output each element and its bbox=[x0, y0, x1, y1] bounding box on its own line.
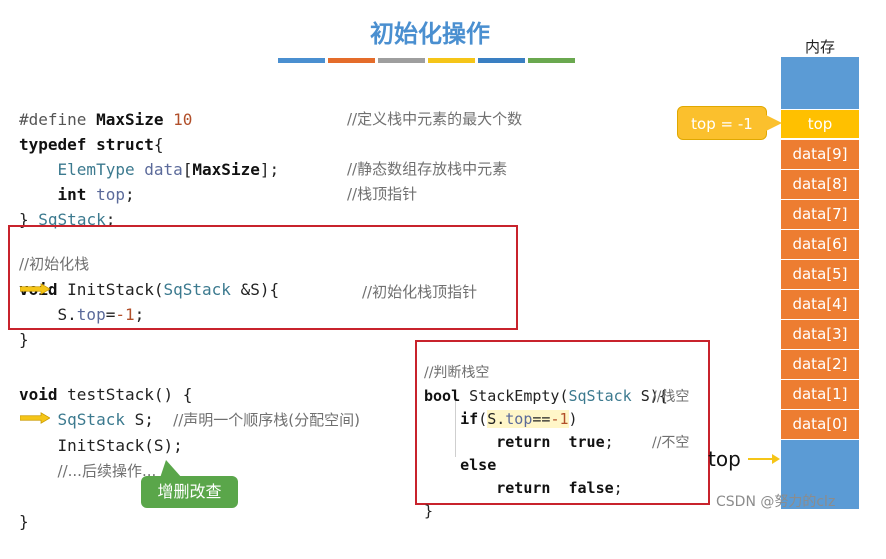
memory-data-cell: data[6] bbox=[781, 229, 859, 259]
memory-data-cell: data[9] bbox=[781, 139, 859, 169]
memory-free-space bbox=[781, 57, 859, 109]
page-title: 初始化操作 bbox=[370, 20, 490, 48]
init-close: } bbox=[19, 330, 29, 349]
underline-segment bbox=[478, 58, 525, 63]
memory-data-cell: data[5] bbox=[781, 259, 859, 289]
empty-signature: bool StackEmpty(SqStack S){ bbox=[424, 387, 668, 405]
init-stack-code: //初始化栈 void InitStack(SqStack &S){ S.top=… bbox=[19, 227, 279, 377]
test-stack-code: void testStack() { SqStack S; //声明一个顺序栈(… bbox=[19, 357, 360, 559]
code-line-data: ElemType data[MaxSize]; bbox=[57, 160, 280, 179]
code-line-define: #define MaxSize 10 bbox=[19, 110, 193, 129]
memory-data-cell: data[3] bbox=[781, 319, 859, 349]
empty-close: } bbox=[424, 502, 434, 520]
memory-data-cell: data[4] bbox=[781, 289, 859, 319]
code-line-close: } SqStack; bbox=[19, 210, 116, 229]
memory-data-cell: data[8] bbox=[781, 169, 859, 199]
memory-data-cell: data[0] bbox=[781, 409, 859, 439]
underline-segment bbox=[428, 58, 475, 63]
crud-button[interactable]: 增删改查 bbox=[141, 476, 238, 508]
init-body-comment: //初始化栈顶指针 bbox=[362, 283, 478, 301]
callout-tail-icon bbox=[766, 115, 782, 131]
memory-data-cell: data[2] bbox=[781, 349, 859, 379]
watermark: CSDN @努力的clz bbox=[716, 494, 836, 510]
memory-header: 内存 bbox=[804, 38, 835, 56]
stack-empty-code: //判断栈空 bool StackEmpty(SqStack S){ if(S.t… bbox=[424, 339, 668, 546]
underline-segment bbox=[328, 58, 375, 63]
memory-data-cell: data[1] bbox=[781, 379, 859, 409]
memory-below-space bbox=[781, 439, 859, 509]
memory-data-cell: data[7] bbox=[781, 199, 859, 229]
empty-else: else bbox=[460, 456, 497, 474]
code-line-top: int top; bbox=[57, 185, 135, 204]
struct-definition-code: #define MaxSize 10 typedef struct{ ElemTy… bbox=[19, 82, 279, 257]
underline-segment bbox=[528, 58, 575, 63]
init-signature: void InitStack(SqStack &S){ bbox=[19, 280, 280, 299]
test-decl: SqStack S; //声明一个顺序栈(分配空间) bbox=[57, 410, 360, 429]
empty-return-true: return true; bbox=[496, 433, 614, 451]
test-followup: //...后续操作... bbox=[57, 462, 157, 480]
empty-comment: //判断栈空 bbox=[424, 365, 490, 381]
empty-if: if(S.top==-1) bbox=[460, 410, 578, 428]
test-call: InitStack(S); bbox=[57, 436, 183, 455]
init-comment: //初始化栈 bbox=[19, 255, 90, 273]
underline-segment bbox=[378, 58, 425, 63]
test-close: } bbox=[19, 512, 29, 531]
underline-segment bbox=[278, 58, 325, 63]
indent-guide bbox=[455, 392, 456, 457]
yellow-arrow-icon bbox=[20, 412, 50, 424]
init-body: S.top=-1; bbox=[57, 305, 145, 324]
code-line-typedef: typedef struct{ bbox=[19, 135, 164, 154]
stack-empty-highlight-box bbox=[415, 340, 710, 505]
struct-comments: //定义栈中元素的最大个数 //静态数组存放栈中元素//栈顶指针 bbox=[347, 110, 523, 203]
pointer-arrow-icon bbox=[748, 454, 780, 464]
speech-tail-icon bbox=[160, 460, 182, 478]
test-signature: void testStack() { bbox=[19, 385, 193, 404]
top-pointer-label: top bbox=[708, 447, 741, 471]
empty-else-comment: //不空 bbox=[652, 435, 690, 451]
memory-top-cell: top bbox=[781, 109, 859, 138]
empty-return-false: return false; bbox=[496, 479, 623, 497]
yellow-arrow-icon bbox=[20, 283, 50, 295]
top-value-callout: top = -1 bbox=[677, 106, 767, 140]
empty-if-comment: //栈空 bbox=[652, 389, 690, 405]
init-stack-highlight-box bbox=[8, 225, 518, 330]
